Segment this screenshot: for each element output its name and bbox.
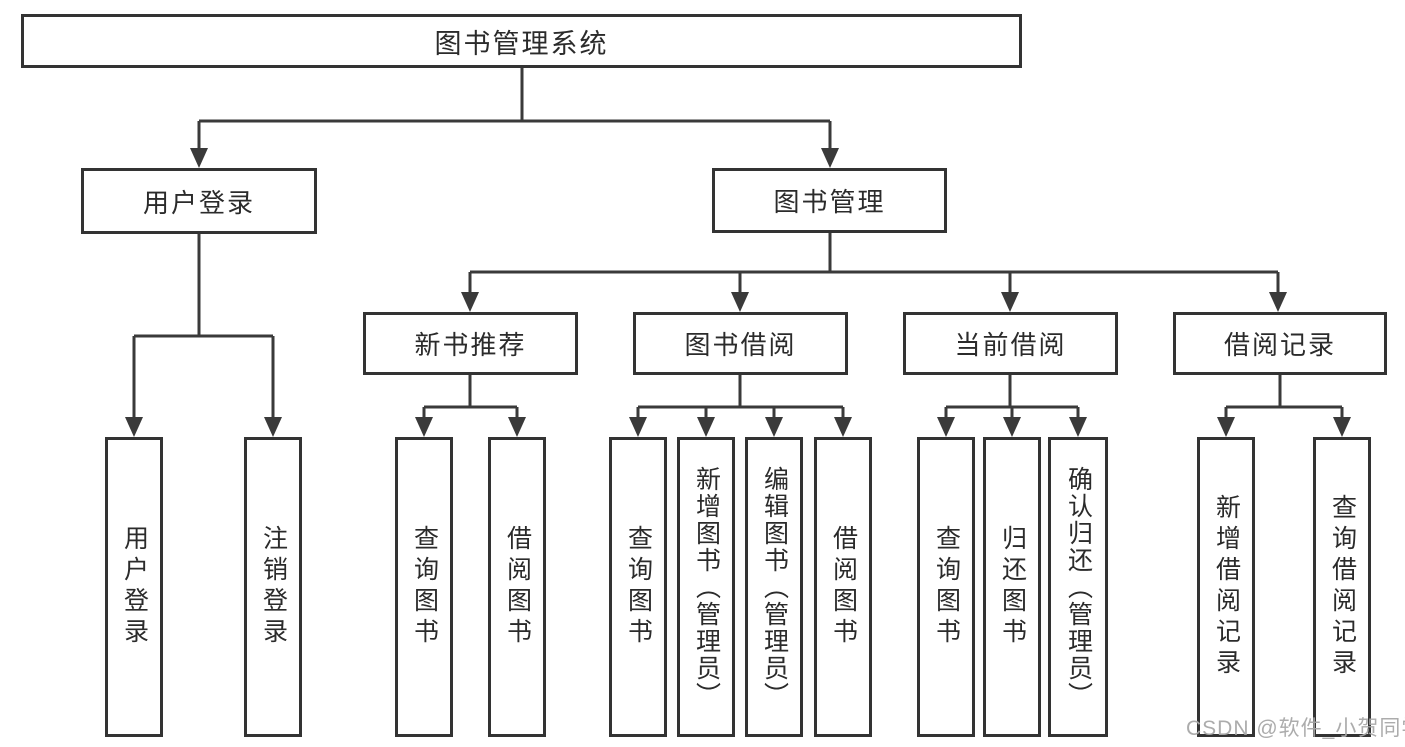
leaf-borrow-books-1: 借阅图书 — [488, 437, 546, 737]
node-label: 新增图书（管理员） — [692, 465, 721, 709]
node-user-login: 用户登录 — [81, 168, 317, 234]
node-book-management: 图书管理 — [712, 168, 947, 233]
node-label: 注销登录 — [259, 525, 288, 649]
node-label: 新书推荐 — [414, 330, 527, 360]
node-label: 编辑图书（管理员） — [760, 465, 789, 709]
leaf-add-books-admin: 新增图书（管理员） — [677, 437, 735, 737]
leaf-borrow-books-2: 借阅图书 — [814, 437, 872, 737]
leaf-query-books-2: 查询图书 — [609, 437, 667, 737]
leaf-logout: 注销登录 — [244, 437, 302, 737]
node-label: 查询图书 — [932, 525, 961, 649]
leaf-user-login: 用户登录 — [105, 437, 163, 737]
node-label: 查询图书 — [624, 525, 653, 649]
node-label: 归还图书 — [998, 525, 1027, 649]
node-label: 借阅记录 — [1223, 330, 1336, 360]
csdn-watermark: CSDN @软件_小贺同学 — [1186, 717, 1405, 740]
node-label: 确认归还（管理员） — [1064, 465, 1093, 709]
node-label: 用户登录 — [142, 187, 255, 218]
node-book-borrowing: 图书借阅 — [633, 312, 848, 375]
leaf-return-books: 归还图书 — [983, 437, 1041, 737]
node-current-borrowing: 当前借阅 — [903, 312, 1118, 375]
node-label: 用户登录 — [120, 525, 149, 649]
node-borrow-records: 借阅记录 — [1173, 312, 1387, 375]
leaf-query-books-1: 查询图书 — [395, 437, 453, 737]
node-label: 借阅图书 — [829, 525, 858, 649]
node-library-management-system: 图书管理系统 — [21, 14, 1022, 68]
leaf-add-borrow-record: 新增借阅记录 — [1197, 437, 1255, 737]
node-label: 新增借阅记录 — [1212, 494, 1241, 680]
leaf-query-books-3: 查询图书 — [917, 437, 975, 737]
node-label: 图书管理系统 — [434, 28, 609, 59]
arrowheads — [125, 148, 1351, 437]
node-label: 借阅图书 — [503, 525, 532, 649]
node-label: 图书管理 — [773, 187, 886, 217]
leaf-confirm-return-admin: 确认归还（管理员） — [1048, 437, 1108, 737]
leaf-query-borrow-record: 查询借阅记录 — [1313, 437, 1371, 737]
node-label: 图书借阅 — [684, 330, 797, 360]
node-new-book-recommend: 新书推荐 — [363, 312, 578, 375]
node-label: 查询图书 — [410, 525, 439, 649]
node-label: 查询借阅记录 — [1328, 494, 1357, 680]
leaf-edit-books-admin: 编辑图书（管理员） — [745, 437, 803, 737]
node-label: 当前借阅 — [954, 330, 1067, 360]
